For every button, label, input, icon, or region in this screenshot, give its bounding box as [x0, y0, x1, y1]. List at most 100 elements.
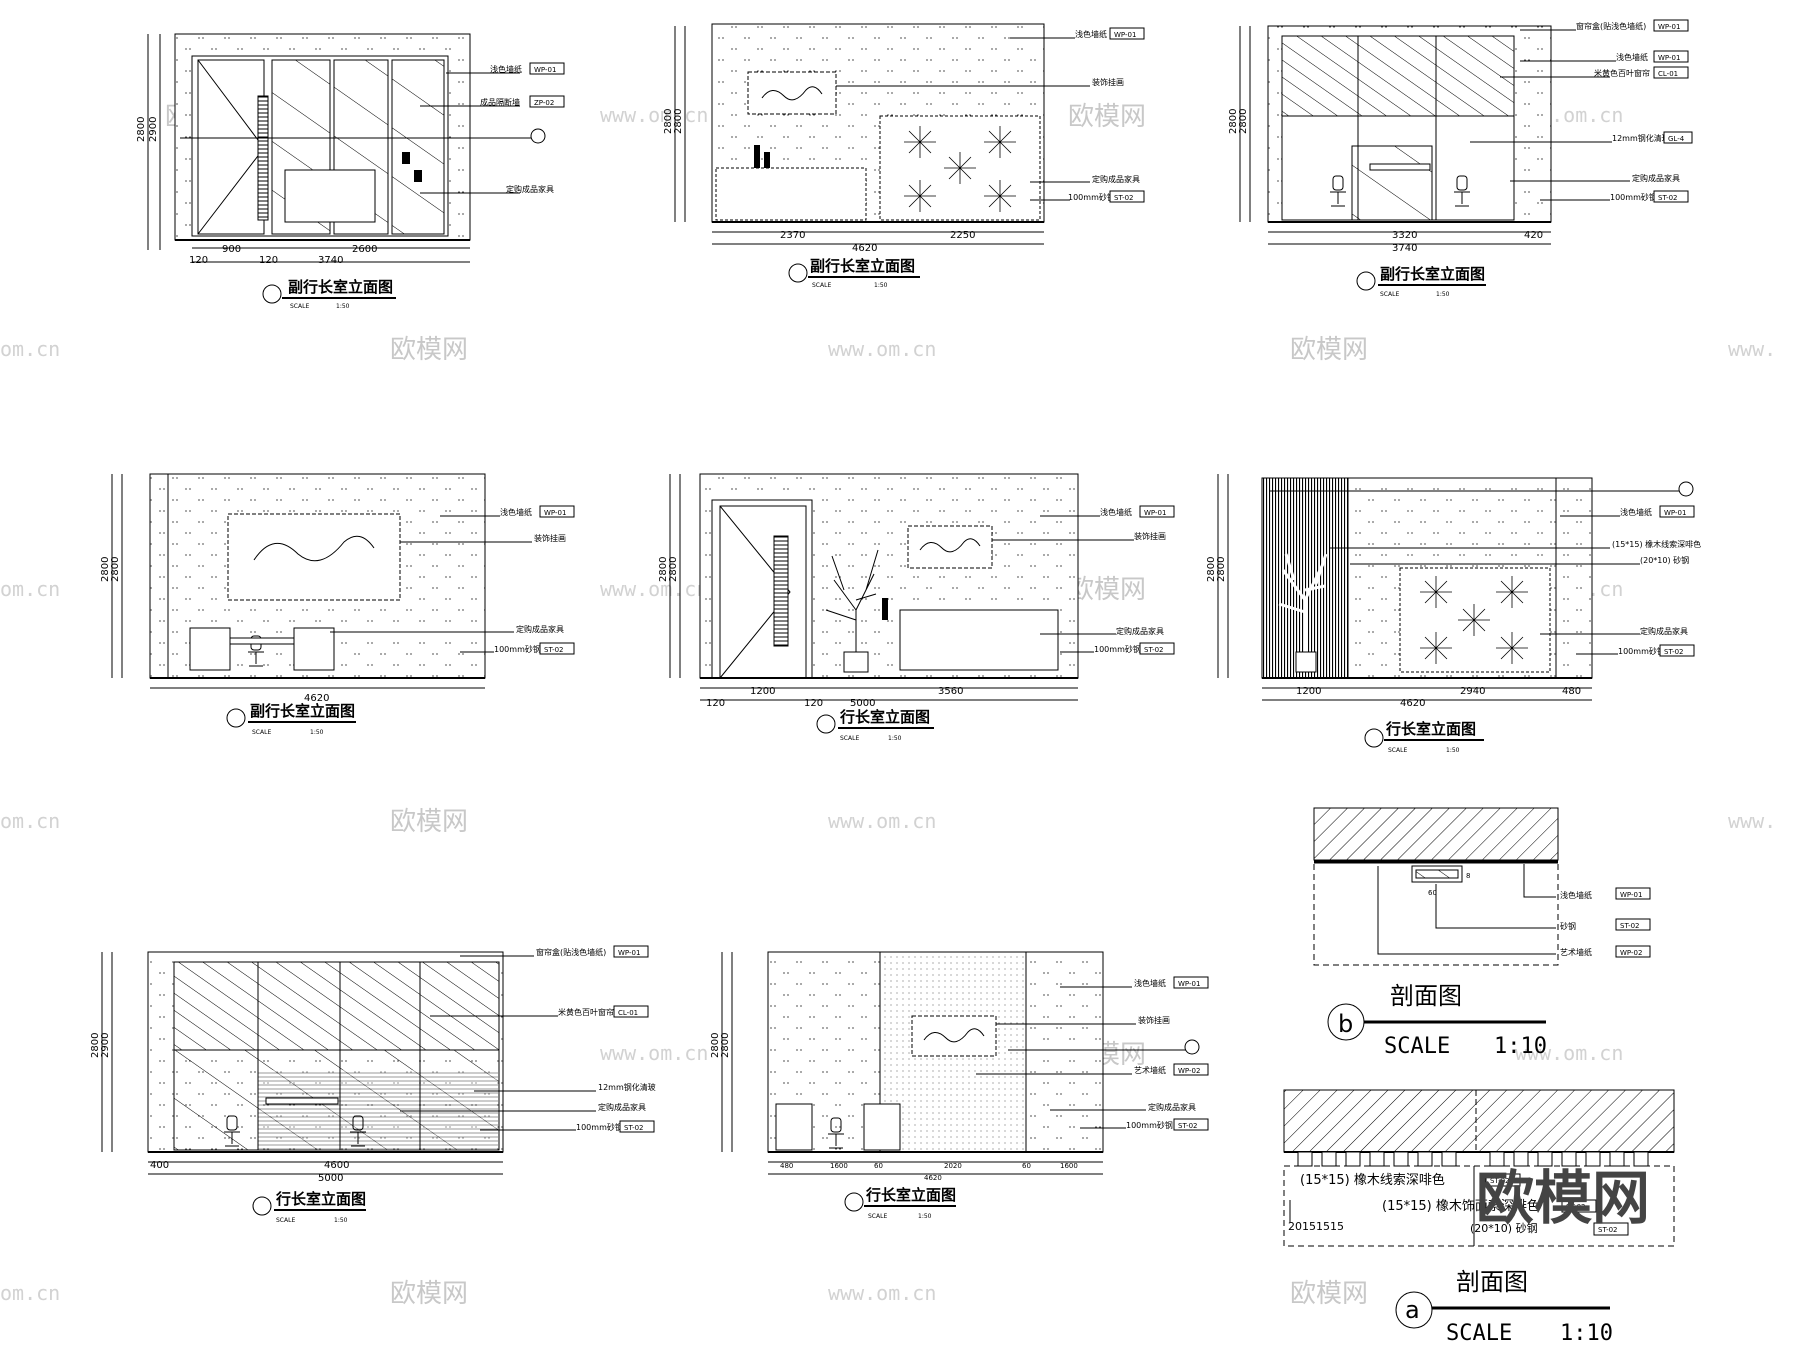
material-code: ST-02: [1658, 194, 1678, 202]
material-code-box: [1659, 644, 1695, 657]
scale-value: 1:10: [1560, 1321, 1613, 1346]
callout-text: 浅色墙纸: [1560, 890, 1592, 900]
shelf-item: [754, 145, 760, 177]
elevation-panel-1: 2800 2900 900 2600 120 120 3740 浅色墙纸 WP-…: [136, 33, 565, 310]
drawing-number-marker: [816, 714, 836, 734]
height-dim-label: 2800: [90, 1033, 101, 1058]
desk: [265, 1097, 339, 1105]
material-code: WP-01: [1658, 23, 1680, 31]
leader-line: [1377, 866, 1556, 955]
width-dim-label: 60: [874, 1162, 883, 1170]
height-dim-label: 2800: [720, 1033, 731, 1058]
height-dim-label: 2800: [1216, 557, 1227, 582]
section-marker-letter: a: [1405, 1296, 1420, 1324]
height-dim-label: 2800: [100, 557, 111, 582]
watermark-url: www.om.cn: [828, 1281, 936, 1305]
callout-text: 100mm砂钢: [1094, 644, 1141, 654]
width-dim-label: 4620: [1400, 698, 1425, 709]
elevation-panel-8: 2800 2800 480 1600 60 2020 60 1600 4620 …: [710, 951, 1209, 1220]
scale-label: SCALE: [1380, 291, 1399, 298]
material-code: WP-02: [1620, 949, 1642, 957]
watermark-url: om.cn: [0, 809, 60, 833]
shelf-item: [414, 170, 422, 182]
painting-art: [919, 538, 981, 553]
watermark-brand: 欧模网: [1068, 102, 1146, 132]
drawing-number-marker: [788, 263, 808, 283]
callout-text: 装饰挂画: [1138, 1015, 1170, 1025]
width-dim-label: 4620: [924, 1174, 942, 1182]
width-dim-label: 120: [259, 255, 278, 266]
dim-label: 60: [1428, 889, 1437, 897]
height-dim-label: 2900: [148, 117, 159, 142]
material-code-box: [1139, 505, 1175, 518]
material-code-box: [1109, 190, 1145, 203]
section-boundary: [1283, 1165, 1675, 1247]
callout-text: 定购成品家具: [506, 184, 554, 194]
wall-slab: [1283, 1089, 1675, 1153]
door-handle-strip: [257, 95, 269, 221]
width-dim-label: 2370: [780, 230, 805, 241]
desk: [229, 637, 295, 645]
sofa: [284, 169, 376, 223]
scale-value: 1:50: [336, 303, 350, 310]
material-code-box: [1593, 1222, 1629, 1236]
callout-text: 定购成品家具: [1092, 174, 1140, 184]
material-code-box: [1653, 190, 1689, 203]
material-code: ST-02: [1144, 646, 1164, 654]
width-dim-label: 1600: [1060, 1162, 1078, 1170]
scale-value: 1:50: [334, 1217, 348, 1224]
callout-text: (20*10) 砂钢: [1470, 1222, 1538, 1235]
callout-text: 定购成品家具: [598, 1102, 646, 1112]
material-code: ST-02: [1664, 648, 1684, 656]
plant-pot: [1295, 651, 1317, 673]
width-dim-label: 120: [706, 698, 725, 709]
scale-value: 1:10: [1494, 1034, 1547, 1059]
callout-text: 定购成品家具: [1116, 626, 1164, 636]
material-code-box: [1653, 19, 1689, 32]
painting-art: [923, 1028, 985, 1043]
material-code: WP-01: [1114, 31, 1136, 39]
glass-panel: [391, 59, 445, 235]
section-marker-a: [1395, 1291, 1433, 1329]
height-dim-label: 2800: [673, 109, 684, 134]
drawing-number-marker: [1364, 728, 1384, 748]
elevation-panel-2: 2800 2800 2370 2250 4620 浅色墙纸 WP-01 装饰挂画…: [663, 23, 1145, 289]
material-code-box: [1173, 976, 1209, 989]
material-code-box: [1653, 66, 1689, 79]
oak-strip-row: [1297, 1151, 1649, 1167]
callout-text: 窗帘盒(贴浅色墙纸): [1576, 21, 1646, 31]
material-code: ST-02: [1598, 1226, 1618, 1234]
width-dim-label: 400: [150, 1160, 169, 1171]
material-code: ST-02: [1114, 194, 1134, 202]
section-title: 剖面图: [1456, 1268, 1528, 1296]
dim-label: 20151515: [1288, 1220, 1344, 1233]
width-dim-label: 2020: [944, 1162, 962, 1170]
height-dim-label: 2800: [1228, 109, 1239, 134]
watermark-brand-large: 欧模网: [1476, 1164, 1650, 1232]
width-dim-label: 1200: [1296, 686, 1321, 697]
steel-trim-hatch: [1415, 869, 1459, 879]
material-code-box: [539, 505, 575, 518]
width-dim-label: 5000: [850, 698, 875, 709]
material-code: WP-01: [1144, 509, 1166, 517]
callout-text: 100mm砂钢: [1610, 192, 1657, 202]
material-code: ZP-02: [534, 99, 554, 107]
callout-text: 定购成品家具: [1632, 173, 1680, 183]
ceiling-slab: [1313, 807, 1559, 861]
shelf-item: [402, 152, 410, 164]
material-code: ST-02: [624, 1124, 644, 1132]
callout-text: 窗帘盒(贴浅色墙纸): [536, 947, 606, 957]
curtain-box-and-blinds: [1281, 35, 1515, 117]
scale-value: 1:50: [1446, 747, 1460, 754]
callout-text: 100mm砂钢: [576, 1122, 623, 1132]
decorative-painting: [911, 1015, 997, 1057]
material-code: CL-01: [618, 1009, 638, 1017]
width-dim-label: 2250: [950, 230, 975, 241]
callout-text: 定购成品家具: [1640, 626, 1688, 636]
callout-text: 装饰挂画: [1134, 531, 1166, 541]
watermark-brand: 欧模网: [1290, 335, 1368, 365]
drawing-number-marker: [844, 1192, 864, 1212]
armchair: [863, 1103, 901, 1151]
height-dim-label: 2800: [110, 557, 121, 582]
material-code-box: [1139, 642, 1175, 655]
